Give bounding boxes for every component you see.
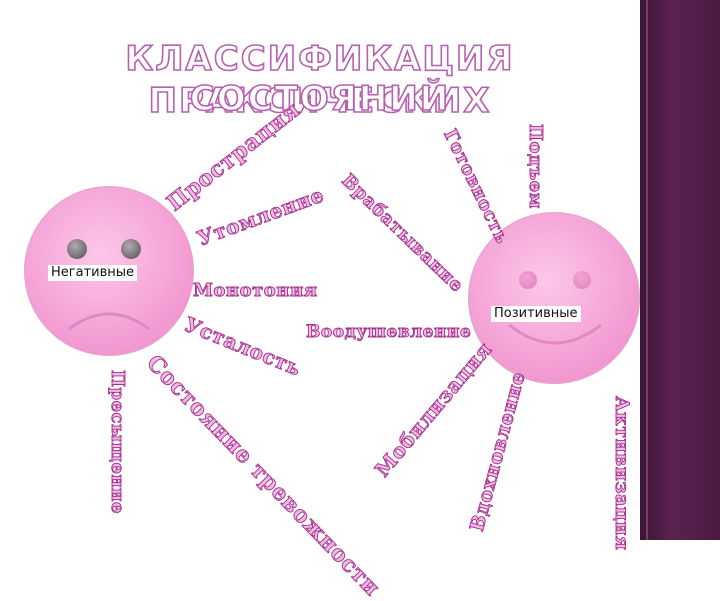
title-line-2: СОСТОЯНИЙ (189, 78, 451, 120)
right-eye (121, 239, 141, 259)
decorative-side-strip (640, 0, 720, 540)
left-eye (67, 239, 87, 259)
state-tiredness: Усталость (181, 312, 306, 382)
state-uplift: Подъем (525, 124, 547, 210)
state-satiation: Пресыщение (107, 370, 129, 515)
state-fatigue: Утомление (194, 182, 328, 251)
state-inspiration: Воодушевление (306, 322, 472, 343)
negative-label: Негативные (48, 265, 138, 281)
strip-divider (646, 0, 648, 540)
state-monotony: Монотония (193, 280, 318, 302)
state-mobilization: Мобилизация (370, 337, 497, 482)
positive-label: Позитивные (491, 306, 581, 322)
left-eye (519, 271, 537, 289)
state-anxiety: Состояние тревожности (141, 350, 386, 601)
state-warming-up: Врабатывание (337, 170, 468, 297)
state-activation: Активизация (611, 396, 634, 551)
title-line-1: КЛАССИФИКАЦИЯ ПРАКСИЧЕСКИХ (125, 38, 515, 122)
right-eye (573, 271, 591, 289)
sad-mouth (68, 312, 150, 331)
happy-mouth (508, 323, 602, 345)
state-readiness: Готовность (439, 126, 513, 248)
positive-face (468, 212, 640, 384)
state-enthusiasm: Вдохновление (466, 369, 531, 534)
